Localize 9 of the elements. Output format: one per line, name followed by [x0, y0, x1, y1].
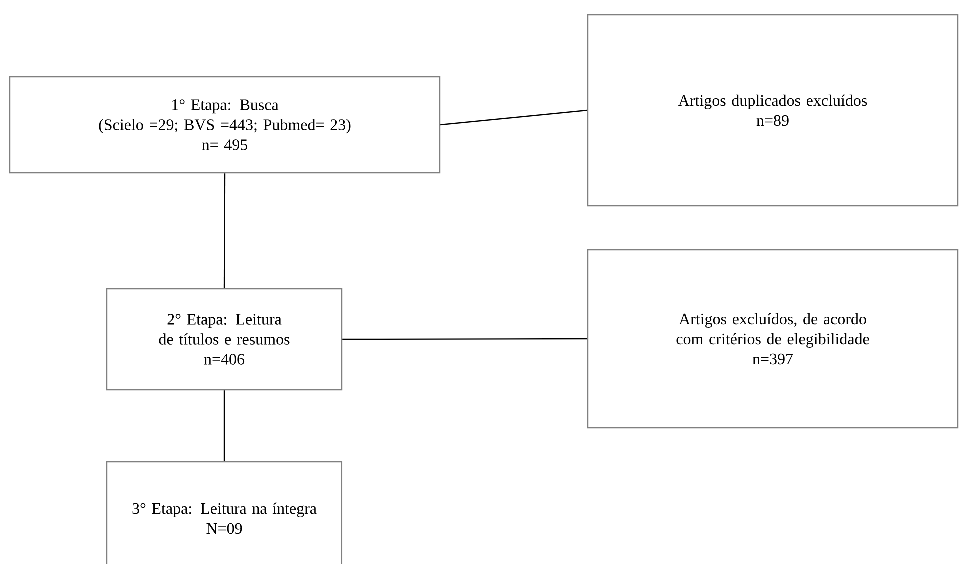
- connector-line: [342, 338, 588, 340]
- connector-line: [224, 390, 226, 462]
- connector-line: [224, 174, 226, 288]
- connector-line: [440, 110, 588, 126]
- process-box: 2° Etapa: Leitura de títulos e resumos n=406: [106, 288, 343, 391]
- process-box: Artigos duplicados excluídos n=89: [587, 14, 959, 207]
- process-box: 3° Etapa: Leitura na íntegra N=09: [106, 461, 343, 564]
- process-box: Artigos excluídos, de acordo com critérios de elegibilidade n=397: [587, 249, 959, 429]
- process-box: 1° Etapa: Busca (Scielo =29; BVS =443; Pubmed= 23) n= 495: [9, 76, 441, 174]
